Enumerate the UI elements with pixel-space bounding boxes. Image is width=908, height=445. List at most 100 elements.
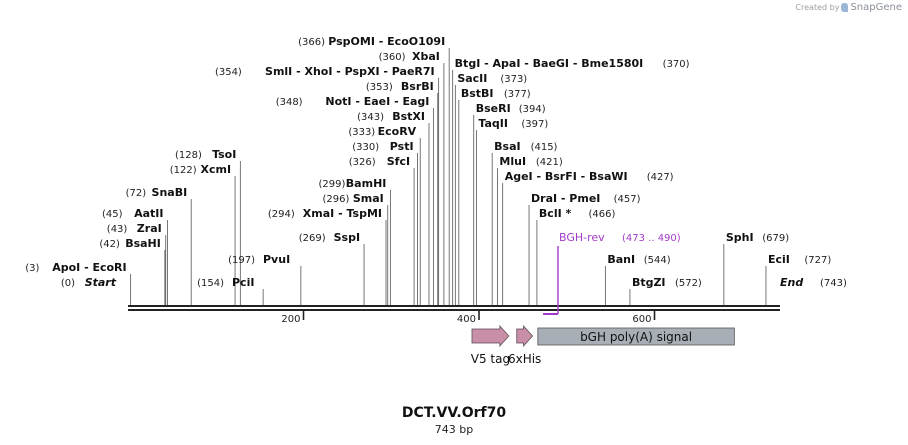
site-position: (333) — [348, 127, 375, 138]
site-position: (294) — [268, 209, 295, 220]
site-name: BanI — [607, 253, 635, 266]
primer-name: BGH-rev — [559, 231, 605, 244]
primer-range: (473 .. 490) — [622, 233, 681, 244]
snapgene-logo-icon — [841, 3, 849, 12]
site-pcii: PciI(154) — [197, 276, 264, 305]
site-position: (72) — [126, 188, 147, 199]
site-name: TaqII — [478, 117, 508, 130]
site-position: (348) — [276, 97, 303, 108]
site-name: PvuI — [263, 253, 290, 266]
site-position: (360) — [379, 52, 406, 63]
site-noti-eaei-eagi: NotI - EaeI - EagI (348) — [276, 95, 434, 305]
site-name: BsrBI — [401, 80, 434, 93]
site-position: (197) — [228, 255, 255, 266]
site-position: (415) — [531, 142, 558, 153]
site-name: EcoRV — [378, 125, 417, 138]
credit-brand: SnapGene — [850, 2, 902, 13]
site-sspi: SspI (269) — [299, 231, 365, 305]
site-start: Start(0) — [61, 276, 117, 289]
site-name: XcmI — [200, 163, 231, 176]
site-name: DraI - PmeI — [531, 192, 600, 205]
site-zrai: ZraI (43) — [107, 222, 167, 305]
credit-prefix: Created by — [795, 3, 840, 12]
site-sphi: SphI(679) — [723, 231, 789, 305]
site-name: BseRI — [476, 102, 511, 115]
site-position: (421) — [536, 157, 563, 168]
site-name: BsaHI — [125, 237, 161, 250]
site-name: MluI — [499, 155, 526, 168]
site-name: SmlI - XhoI - PspXI - PaeR7I — [265, 65, 435, 78]
site-taqii: TaqII(397) — [475, 117, 548, 305]
site-name: TsoI — [212, 148, 236, 161]
site-position: (377) — [504, 89, 531, 100]
feature-label: 6xHis — [508, 352, 541, 366]
primer-bgh-rev: BGH-rev (473 .. 490) — [543, 231, 681, 315]
site-name: BsaI — [494, 140, 520, 153]
site-name: PstI — [390, 140, 414, 153]
site-position: (466) — [589, 209, 616, 220]
map-subtitle: 743 bp — [434, 423, 474, 436]
site-smai: SmaI(296) — [322, 192, 389, 305]
feature-bgh-poly-a-signal: bGH poly(A) signal — [537, 327, 735, 346]
site-name: BstXI — [392, 110, 425, 123]
site-name: End — [780, 276, 803, 289]
site-name: Start — [85, 276, 117, 289]
site-name: BstBI — [461, 87, 494, 100]
site-bsrbi: BsrBI (353) — [366, 80, 439, 305]
site-name: EciI — [768, 253, 790, 266]
site-aatii: AatII (45) — [102, 207, 168, 305]
site-bsahi: BsaHI(42) — [99, 237, 166, 305]
site-tsoi: TsoI (128) — [175, 148, 241, 305]
site-psti: PstI(330) — [352, 140, 418, 305]
site-bsai: BsaI (415) — [491, 140, 558, 305]
site-position: (366) — [298, 37, 325, 48]
site-position: (353) — [366, 82, 393, 93]
site-name: SspI — [334, 231, 360, 244]
site-end: End (743) — [780, 276, 847, 289]
feature-label: V5 tag — [471, 352, 510, 366]
site-name: ZraI — [137, 222, 162, 235]
site-position: (296) — [322, 194, 349, 205]
site-btgzi: BtgZI(572) — [629, 276, 702, 305]
site-position: (743) — [820, 278, 847, 289]
site-name: BtgZI — [632, 276, 666, 289]
site-position: (370) — [663, 59, 690, 70]
map-title: DCT.VV.Orf70 — [401, 405, 507, 421]
site-xmai-tspmi: XmaI - TspMI(294) — [268, 207, 387, 305]
site-position: (299) — [318, 179, 345, 190]
site-name: BtgI - ApaI - BaeGI - Bme1580I — [455, 57, 644, 70]
site-sfci: SfcI (326) — [349, 155, 415, 305]
site-name: PspOMI - EcoO109I — [328, 35, 445, 48]
site-pspomi-ecoo109i: PspOMI - EcoO109I(366) — [298, 35, 450, 305]
site-position: (326) — [349, 157, 376, 168]
site-pvui: PvuI (197) — [228, 253, 302, 305]
feature-label: bGH poly(A) signal — [580, 330, 692, 344]
site-name: BamHI — [346, 177, 387, 190]
site-bstbi: BstBI (377) — [458, 87, 531, 305]
site-bcli: BclI * (466) — [536, 207, 616, 305]
site-xcmi: XcmI(122) — [170, 163, 236, 305]
snapgene-credit: Created by SnapGene — [795, 2, 902, 13]
site-name: BclI * — [539, 207, 572, 220]
site-position: (727) — [804, 255, 831, 266]
site-name: AgeI - BsrFI - BsaWI — [505, 170, 628, 183]
site-name: NotI - EaeI - EagI — [325, 95, 429, 108]
feature-arrow — [471, 324, 510, 348]
site-btgi-apai-baegi-bme1580i: BtgI - ApaI - BaeGI - Bme1580I (370) — [452, 57, 690, 305]
site-position: (43) — [107, 224, 128, 235]
feature-v5-tag: V5 tag — [471, 324, 510, 366]
site-smli-xhoi-pspxi-paer7i: SmlI - XhoI - PspXI - PaeR7I(354) — [215, 65, 440, 305]
site-xbai: XbaI(360) — [379, 50, 445, 305]
site-position: (269) — [299, 233, 326, 244]
site-name: SfcI — [387, 155, 410, 168]
site-sacii: SacII(373) — [454, 72, 527, 305]
site-position: (45) — [102, 209, 123, 220]
site-name: PciI — [232, 276, 254, 289]
feature-arrow — [516, 324, 534, 348]
site-name: AatII — [134, 207, 163, 220]
site-position: (679) — [762, 233, 789, 244]
site-bamhi: BamHI(299) — [318, 177, 391, 305]
site-position: (128) — [175, 150, 202, 161]
site-drai-pmei: DraI - PmeI(457) — [528, 192, 641, 305]
